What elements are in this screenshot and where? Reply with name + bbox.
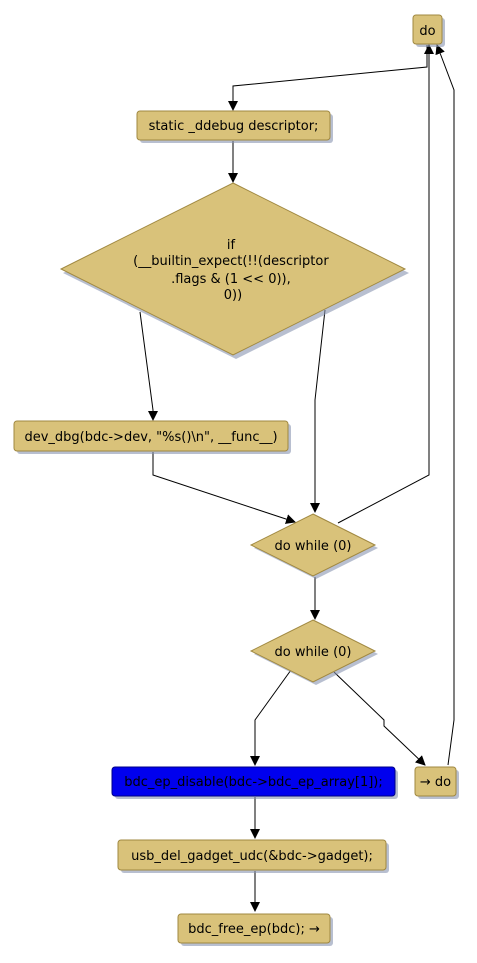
node-static-ddebug[interactable]: static _ddebug descriptor;: [136, 110, 333, 143]
node-box: [117, 839, 387, 871]
node-box: [412, 14, 443, 45]
node-label: bdc_free_ep(bdc); →: [188, 922, 320, 937]
if-line-4: 0)): [224, 288, 242, 303]
edges: [139, 44, 455, 912]
node-label: → do: [420, 775, 451, 790]
edge-dowhile2-to-gotodo: [333, 671, 426, 766]
node-label: bdc_ep_disable(bdc->bdc_ep_array[1]);: [124, 775, 383, 790]
node-box: [177, 913, 331, 944]
node-label: dev_dbg(bdc->dev, "%s()\n", __func__): [24, 430, 277, 445]
node-goto-do[interactable]: → do: [414, 766, 459, 799]
edge-dowhile1-back-to-do: [337, 44, 434, 524]
node-do-top[interactable]: do: [412, 14, 445, 47]
node-box: [414, 766, 457, 797]
node-dev-dbg[interactable]: dev_dbg(bdc->dev, "%s()\n", __func__): [13, 420, 291, 454]
edge-dowhile2-to-bdcep: [250, 669, 292, 766]
edge-devdbg-to-dowhile1: [152, 452, 296, 524]
node-usb-del-gadget-udc[interactable]: usb_del_gadget_udc(&bdc->gadget);: [117, 839, 389, 873]
edge-gotodo-back-to-do: [435, 44, 455, 766]
node-box: [111, 766, 396, 797]
node-label: do while (0): [275, 539, 352, 554]
node-bdc-free-ep[interactable]: bdc_free_ep(bdc); →: [177, 913, 333, 946]
node-if-condition[interactable]: if (__builtin_expect(!!(descriptor .flag…: [59, 182, 409, 359]
node-box: [136, 110, 331, 141]
node-label: do while (0): [275, 645, 352, 660]
node-box: [59, 182, 407, 356]
edge-do-to-static: [228, 45, 428, 111]
node-bdc-ep-disable[interactable]: bdc_ep_disable(bdc->bdc_ep_array[1]);: [111, 766, 398, 799]
node-do-while-2[interactable]: do while (0): [249, 619, 378, 685]
node-box: [249, 619, 377, 683]
if-line-2: (__builtin_expect(!!(descriptor: [133, 254, 329, 269]
if-line-1: if: [227, 238, 236, 253]
node-do-while-1[interactable]: do while (0): [249, 513, 378, 579]
node-box: [13, 420, 289, 452]
node-label: do: [419, 24, 435, 39]
node-label: if (__builtin_expect(!!(descriptor .flag…: [133, 238, 333, 303]
nodes: do static _ddebug descriptor; if (__buil…: [13, 14, 459, 946]
node-label: static _ddebug descriptor;: [149, 119, 319, 134]
edge-if-to-devdbg: [139, 311, 158, 421]
node-label: usb_del_gadget_udc(&bdc->gadget);: [131, 849, 373, 864]
node-box: [249, 513, 377, 577]
edge-if-to-dowhile1: [310, 309, 326, 513]
if-line-3: .flags & (1 << 0)),: [171, 272, 291, 287]
